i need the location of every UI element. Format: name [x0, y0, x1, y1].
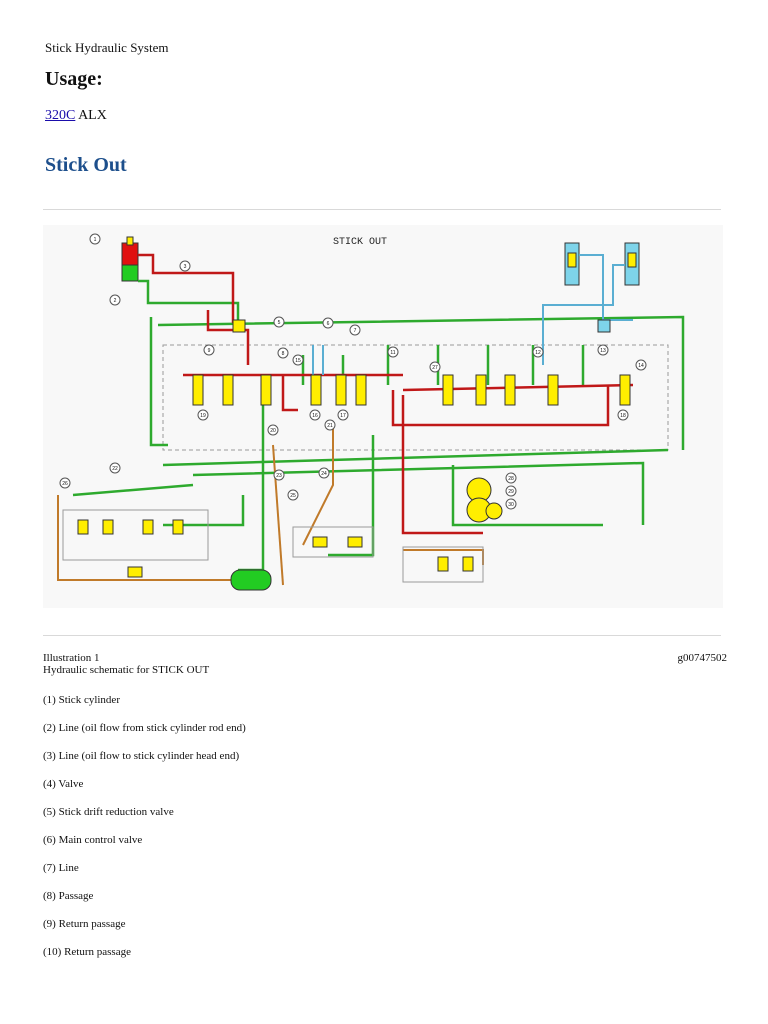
- svg-text:24: 24: [321, 471, 327, 477]
- svg-text:25: 25: [290, 493, 296, 499]
- caption-text: Hydraulic schematic for STICK OUT: [43, 664, 210, 676]
- usage-heading: Usage:: [45, 68, 103, 90]
- caption-id: g00747502: [677, 652, 728, 664]
- callout: 2: [109, 294, 121, 306]
- legend-list: (1) Stick cylinder (2) Line (oil flow fr…: [43, 694, 246, 974]
- legend-item: (7) Line: [43, 862, 79, 874]
- callout: 23: [273, 469, 285, 481]
- legend-item: (10) Return passage: [43, 946, 131, 958]
- caption-label: Illustration 1: [43, 652, 100, 664]
- callout: 5: [273, 316, 285, 328]
- stick-cylinder-cap: [126, 236, 134, 246]
- hydraulic-schematic: STICK OUT: [43, 225, 723, 608]
- legend-item: (3) Line (oil flow to stick cylinder hea…: [43, 750, 240, 762]
- svg-text:26: 26: [62, 481, 68, 487]
- svg-text:15: 15: [295, 358, 301, 364]
- boom-lines: [312, 254, 633, 375]
- callout: 15: [292, 354, 304, 366]
- callout: 26: [59, 477, 71, 489]
- pilot-lines: [57, 425, 484, 586]
- callout: 3: [179, 260, 191, 272]
- pilot-block-center: [292, 526, 374, 558]
- schematic-drawing: STICK OUT: [57, 233, 685, 591]
- svg-text:17: 17: [340, 413, 346, 419]
- svg-text:22: 22: [112, 466, 118, 472]
- usage-model-suffix: ALX: [75, 108, 107, 123]
- legend-item: (9) Return passage: [43, 918, 126, 930]
- svg-text:28: 28: [508, 476, 514, 482]
- svg-text:29: 29: [508, 489, 514, 495]
- callout: 20: [267, 424, 279, 436]
- pilot-block-left: [62, 509, 209, 561]
- callout: 8: [277, 347, 289, 359]
- svg-text:12: 12: [535, 350, 541, 356]
- svg-text:19: 19: [200, 413, 206, 419]
- boom-cylinder-right-piston: [627, 252, 637, 268]
- legend-item: (4) Valve: [43, 778, 84, 790]
- svg-text:14: 14: [638, 363, 644, 369]
- callout: 9: [203, 344, 215, 356]
- supply-lines: [138, 253, 634, 535]
- usage-model-link[interactable]: 320C: [45, 108, 76, 123]
- callout: 7: [349, 324, 361, 336]
- legend-item: (8) Passage: [43, 890, 94, 902]
- svg-text:1: 1: [94, 237, 97, 243]
- hydraulic-tank: [230, 569, 272, 591]
- pilot-valves: [77, 519, 474, 578]
- svg-text:30: 30: [508, 502, 514, 508]
- callout: 21: [324, 419, 336, 431]
- svg-text:21: 21: [327, 423, 333, 429]
- callout: 11: [387, 346, 399, 358]
- callout: 29: [505, 485, 517, 497]
- callout: 1: [89, 233, 101, 245]
- divider-bottom: [43, 635, 721, 636]
- callout: 6: [322, 317, 334, 329]
- svg-text:6: 6: [327, 321, 330, 327]
- figure-caption: Illustration 1 g00747502 Hydraulic schem…: [43, 652, 727, 676]
- pumps: [466, 477, 503, 523]
- legend-item: (5) Stick drift reduction valve: [43, 806, 174, 818]
- valve-spools: [192, 319, 631, 406]
- stick-cylinder-rod: [121, 264, 139, 282]
- callout: 28: [505, 472, 517, 484]
- callout: 17: [337, 409, 349, 421]
- legend-item: (2) Line (oil flow from stick cylinder r…: [43, 722, 246, 734]
- svg-text:2: 2: [114, 298, 117, 304]
- callout: 12: [532, 346, 544, 358]
- callout: 27: [429, 361, 441, 373]
- page-header: Stick Hydraulic System: [45, 40, 169, 55]
- svg-text:5: 5: [278, 320, 281, 326]
- svg-text:13: 13: [600, 348, 606, 354]
- svg-text:8: 8: [282, 351, 285, 357]
- legend-item: (6) Main control valve: [43, 834, 143, 846]
- svg-text:18: 18: [620, 413, 626, 419]
- callout: 18: [617, 409, 629, 421]
- svg-text:27: 27: [432, 365, 438, 371]
- svg-text:16: 16: [312, 413, 318, 419]
- svg-text:20: 20: [270, 428, 276, 434]
- section-title: Stick Out: [45, 154, 127, 176]
- svg-text:7: 7: [354, 328, 357, 334]
- svg-text:9: 9: [208, 348, 211, 354]
- callout: 16: [309, 409, 321, 421]
- pilot-block-right: [402, 546, 484, 583]
- callout: 19: [197, 409, 209, 421]
- schematic-callouts: 1 2 3 5 6 7 8 9 11 12 13 14 15 16 17 18 …: [59, 233, 647, 510]
- callout: 24: [318, 467, 330, 479]
- usage-line: 320C ALX: [45, 108, 107, 124]
- svg-text:3: 3: [184, 264, 187, 270]
- callout: 13: [597, 344, 609, 356]
- svg-text:11: 11: [390, 350, 395, 356]
- callout: 30: [505, 498, 517, 510]
- schematic-title: STICK OUT: [333, 237, 387, 248]
- main-valve-boundary: [162, 344, 669, 451]
- svg-text:23: 23: [276, 473, 282, 479]
- divider-top: [43, 209, 721, 210]
- legend-item: (1) Stick cylinder: [43, 694, 120, 706]
- callout: 14: [635, 359, 647, 371]
- callout: 25: [287, 489, 299, 501]
- callout: 22: [109, 462, 121, 474]
- boom-cylinder-left-piston: [567, 252, 577, 268]
